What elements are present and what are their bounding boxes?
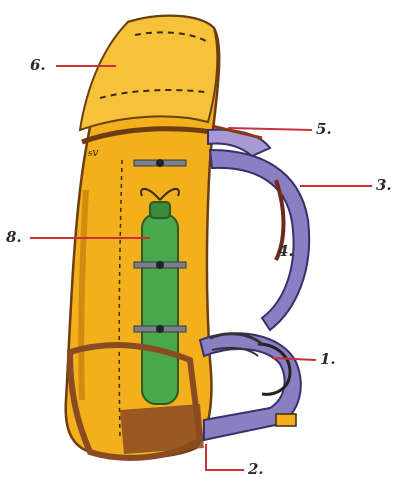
callout-3: 3. [376, 178, 392, 193]
bottle-cap [150, 202, 170, 218]
strap-buckle-2 [156, 261, 164, 269]
brand-mark: ᵴv [88, 146, 99, 159]
leader-2 [206, 444, 244, 470]
strap-buckle-1 [156, 159, 164, 167]
callout-5: 5. [316, 122, 332, 137]
belt-tab [276, 414, 296, 426]
callout-8: 8. [6, 230, 22, 245]
callout-6: 6. [30, 58, 46, 73]
strap-buckle-3 [156, 325, 164, 333]
fuel-bottle [142, 214, 178, 404]
bottom-band [120, 404, 204, 454]
callout-2: 2. [248, 462, 264, 477]
callout-4: 4. [278, 244, 294, 259]
leader-5 [228, 128, 312, 130]
harness-frame [210, 150, 309, 330]
callout-1: 1. [320, 352, 336, 367]
